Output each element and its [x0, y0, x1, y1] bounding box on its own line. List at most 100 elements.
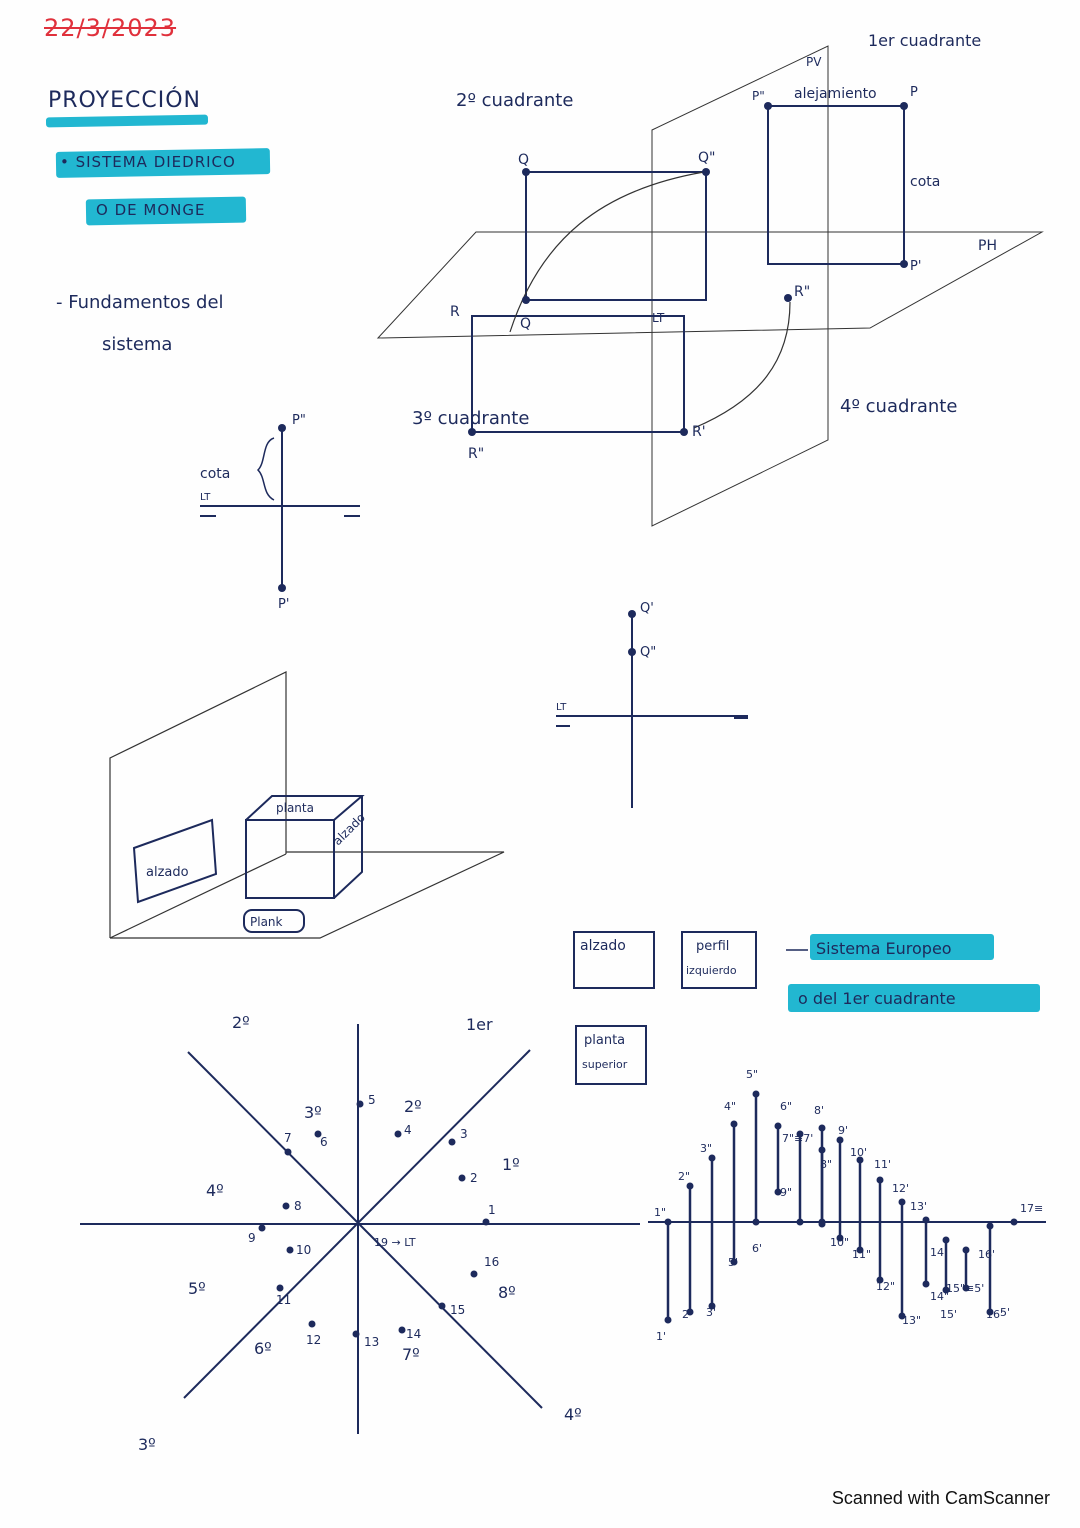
octant-point-label: 16: [484, 1255, 499, 1269]
octant-point: [470, 1270, 478, 1278]
stem-bottom-point: [898, 1312, 906, 1320]
stem-upper-label: 4": [724, 1100, 736, 1113]
octant-point-label: 2: [470, 1171, 478, 1185]
octant-label: 4º: [206, 1181, 224, 1200]
tag-de-monge: O DE MONGE: [96, 201, 206, 219]
octant-label: 1er: [466, 1015, 493, 1034]
octant-point: [458, 1174, 466, 1182]
subtitle-line2: sistema: [102, 334, 173, 355]
stem-lower-label: 12": [876, 1280, 895, 1293]
octant-point: [282, 1202, 290, 1210]
stem-bottom-point: [818, 1220, 826, 1228]
octant-label: 5º: [188, 1279, 206, 1298]
stem-lower-label: 15': [940, 1308, 957, 1321]
stem-lower-label: 2': [682, 1308, 692, 1321]
label-proj-q1: Q': [640, 601, 654, 616]
octant-point: [284, 1148, 292, 1156]
octant-point-label: 7: [284, 1131, 292, 1145]
stem-top-point: [856, 1156, 864, 1164]
stem-upper-label: 14': [930, 1246, 947, 1259]
label-4-cuadrante: 4º cuadrante: [840, 396, 957, 417]
label-p: P: [910, 85, 918, 100]
stem-upper-label: 11': [874, 1158, 891, 1171]
stem-lower-label: 14": [930, 1290, 949, 1303]
label-q2: Q": [698, 150, 715, 166]
label-plank: Plank: [250, 915, 283, 929]
label-proj-q2: Q": [640, 645, 656, 660]
label-p1: P': [910, 259, 921, 274]
label-planta-3d: planta: [276, 801, 314, 815]
stem-bottom-point: [664, 1316, 672, 1324]
octant-point-label: 10: [296, 1243, 311, 1257]
octant-point: [482, 1218, 490, 1226]
octant-point: [448, 1138, 456, 1146]
stem-upper-label: 10': [850, 1146, 867, 1159]
label-pv: PV: [806, 55, 822, 69]
date: 22/3/2023: [44, 14, 177, 42]
label-r: R: [450, 304, 460, 320]
stem-top-point: [818, 1146, 826, 1154]
stem-bottom-point: [836, 1234, 844, 1242]
stem-bottom-point: [986, 1308, 994, 1316]
octant-point-label: 15: [450, 1303, 465, 1317]
label-r1: R': [692, 424, 706, 440]
octant-label: 4º: [564, 1405, 582, 1424]
stem-lower-label: 9": [780, 1186, 792, 1199]
label-p2: P": [752, 89, 765, 103]
label-q-prime: Q: [520, 316, 531, 332]
stem-top-point: [922, 1216, 930, 1224]
stem-lower-label: 5': [728, 1256, 738, 1269]
octant-label: 3º: [304, 1103, 322, 1122]
tag-sistema-diedrico: • SISTEMA DIEDRICO: [60, 153, 236, 171]
stem-top-point: [898, 1198, 906, 1206]
page-title: PROYECCIÓN: [48, 88, 201, 113]
horizontal-plane: [376, 231, 1044, 339]
label-1-cuadrante: 1er cuadrante: [868, 31, 981, 50]
stem-lower-label: 1': [656, 1330, 666, 1343]
octant-label: 2º: [404, 1097, 422, 1116]
label-proj-cota: cota: [200, 466, 230, 482]
stem-upper-label: 17≡: [1020, 1202, 1043, 1215]
label-3-cuadrante: 3º cuadrante: [412, 408, 529, 429]
stem-top-point: [818, 1124, 826, 1132]
label-view-perfil1: perfil: [696, 939, 729, 954]
stem-upper-label: 3": [700, 1142, 712, 1155]
label-r2b: R": [794, 284, 810, 300]
stem-lower-label: 16': [986, 1308, 1003, 1321]
scanner-footer: Scanned with CamScanner: [831, 1488, 1050, 1508]
octant-label: 2º: [232, 1013, 250, 1032]
octant-point-label: 14: [406, 1327, 421, 1341]
stems-diagram: 1"2"3"4"5"6"7"≡7'8'8"9'10'11'12'13'14'15…: [654, 1068, 1043, 1343]
stem-top-point: [942, 1236, 950, 1244]
label-r2: R": [468, 446, 484, 462]
stem-top-point: [730, 1120, 738, 1128]
label-view-alzado: alzado: [580, 938, 626, 954]
stem-upper-label: 7"≡7': [782, 1132, 813, 1145]
subtitle-line1: - Fundamentos del: [56, 292, 224, 313]
octant-point-label: 3: [460, 1127, 468, 1141]
label-view-perfil2: izquierdo: [686, 964, 737, 977]
octant-point-label: 11: [276, 1293, 291, 1307]
octant-point: [398, 1326, 406, 1334]
stem-top-point: [664, 1218, 672, 1226]
label-proj-lt: LT: [200, 492, 211, 503]
octant-point: [394, 1130, 402, 1138]
stem-bottom-point: [876, 1276, 884, 1284]
stem-bottom-point: [708, 1302, 716, 1310]
label-proj-p2: P": [292, 413, 306, 428]
stem-top-point: [796, 1130, 804, 1138]
stem-upper-label: 13': [910, 1200, 927, 1213]
stem-upper-label: 8': [814, 1104, 824, 1117]
octant-point: [352, 1330, 360, 1338]
octant-point-label: 1: [488, 1203, 496, 1217]
stem-bottom-point: [942, 1286, 950, 1294]
stem-bottom-point: [774, 1188, 782, 1196]
octant-label: 3º: [138, 1435, 156, 1454]
stem-upper-label: 16': [978, 1248, 995, 1261]
stem-top-point: [962, 1246, 970, 1254]
octant-point-label: 12: [306, 1333, 321, 1347]
stem-bottom-point: [856, 1246, 864, 1254]
label-1-cuadrante-view: o del 1er cuadrante: [798, 989, 956, 1008]
octant-point: [286, 1246, 294, 1254]
